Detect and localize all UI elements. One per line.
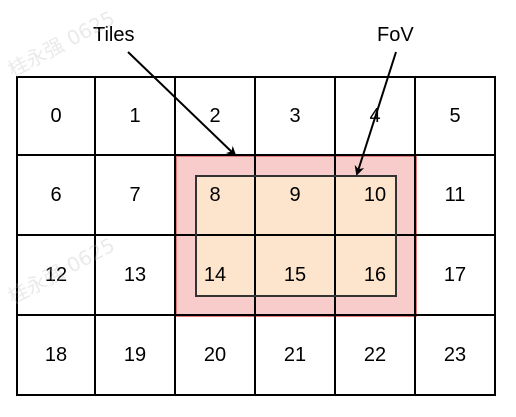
tile-8: 8 xyxy=(176,156,256,236)
tile-15: 15 xyxy=(256,236,336,316)
tile-11: 11 xyxy=(416,156,496,236)
tile-label: 6 xyxy=(50,183,62,206)
tile-label: 16 xyxy=(363,263,387,286)
tile-label: 12 xyxy=(44,263,68,286)
tile-23: 23 xyxy=(416,316,496,396)
tile-21: 21 xyxy=(256,316,336,396)
tile-label: 3 xyxy=(289,104,301,127)
tile-13: 13 xyxy=(96,236,176,316)
tile-9: 9 xyxy=(256,156,336,236)
tile-10: 10 xyxy=(336,156,416,236)
tile-label: 7 xyxy=(129,183,141,206)
tile-grid: 0 1 2 3 4 5 6 7 8 9 10 11 12 13 14 15 16… xyxy=(16,76,496,396)
tile-label: 20 xyxy=(203,343,227,366)
tile-label: 14 xyxy=(203,263,227,286)
tile-label: 0 xyxy=(50,104,62,127)
tile-label: 22 xyxy=(363,343,387,366)
tile-label: 18 xyxy=(44,343,68,366)
tile-label: 5 xyxy=(449,104,461,127)
tile-label: 15 xyxy=(283,263,307,286)
fov-label: FoV xyxy=(377,24,414,46)
tile-12: 12 xyxy=(16,236,96,316)
tile-label: 23 xyxy=(443,343,467,366)
tile-18: 18 xyxy=(16,316,96,396)
tile-20: 20 xyxy=(176,316,256,396)
tile-label: 1 xyxy=(129,104,141,127)
tile-14: 14 xyxy=(176,236,256,316)
tile-label: 13 xyxy=(123,263,147,286)
tile-2: 2 xyxy=(176,76,256,156)
tile-17: 17 xyxy=(416,236,496,316)
tile-label: 17 xyxy=(443,263,467,286)
tiles-label: Tiles xyxy=(93,24,135,46)
tile-label: 21 xyxy=(283,343,307,366)
tile-label: 10 xyxy=(363,183,387,206)
tile-7: 7 xyxy=(96,156,176,236)
tile-label: 4 xyxy=(369,104,381,127)
tile-22: 22 xyxy=(336,316,416,396)
tile-0: 0 xyxy=(16,76,96,156)
tile-1: 1 xyxy=(96,76,176,156)
tile-label: 2 xyxy=(209,104,221,127)
tile-16: 16 xyxy=(336,236,416,316)
tile-3: 3 xyxy=(256,76,336,156)
tile-label: 19 xyxy=(123,343,147,366)
tile-label: 8 xyxy=(209,183,221,206)
tile-5: 5 xyxy=(416,76,496,156)
tile-6: 6 xyxy=(16,156,96,236)
tile-label: 9 xyxy=(289,183,301,206)
tile-4: 4 xyxy=(336,76,416,156)
tile-19: 19 xyxy=(96,316,176,396)
tile-label: 11 xyxy=(444,183,466,206)
